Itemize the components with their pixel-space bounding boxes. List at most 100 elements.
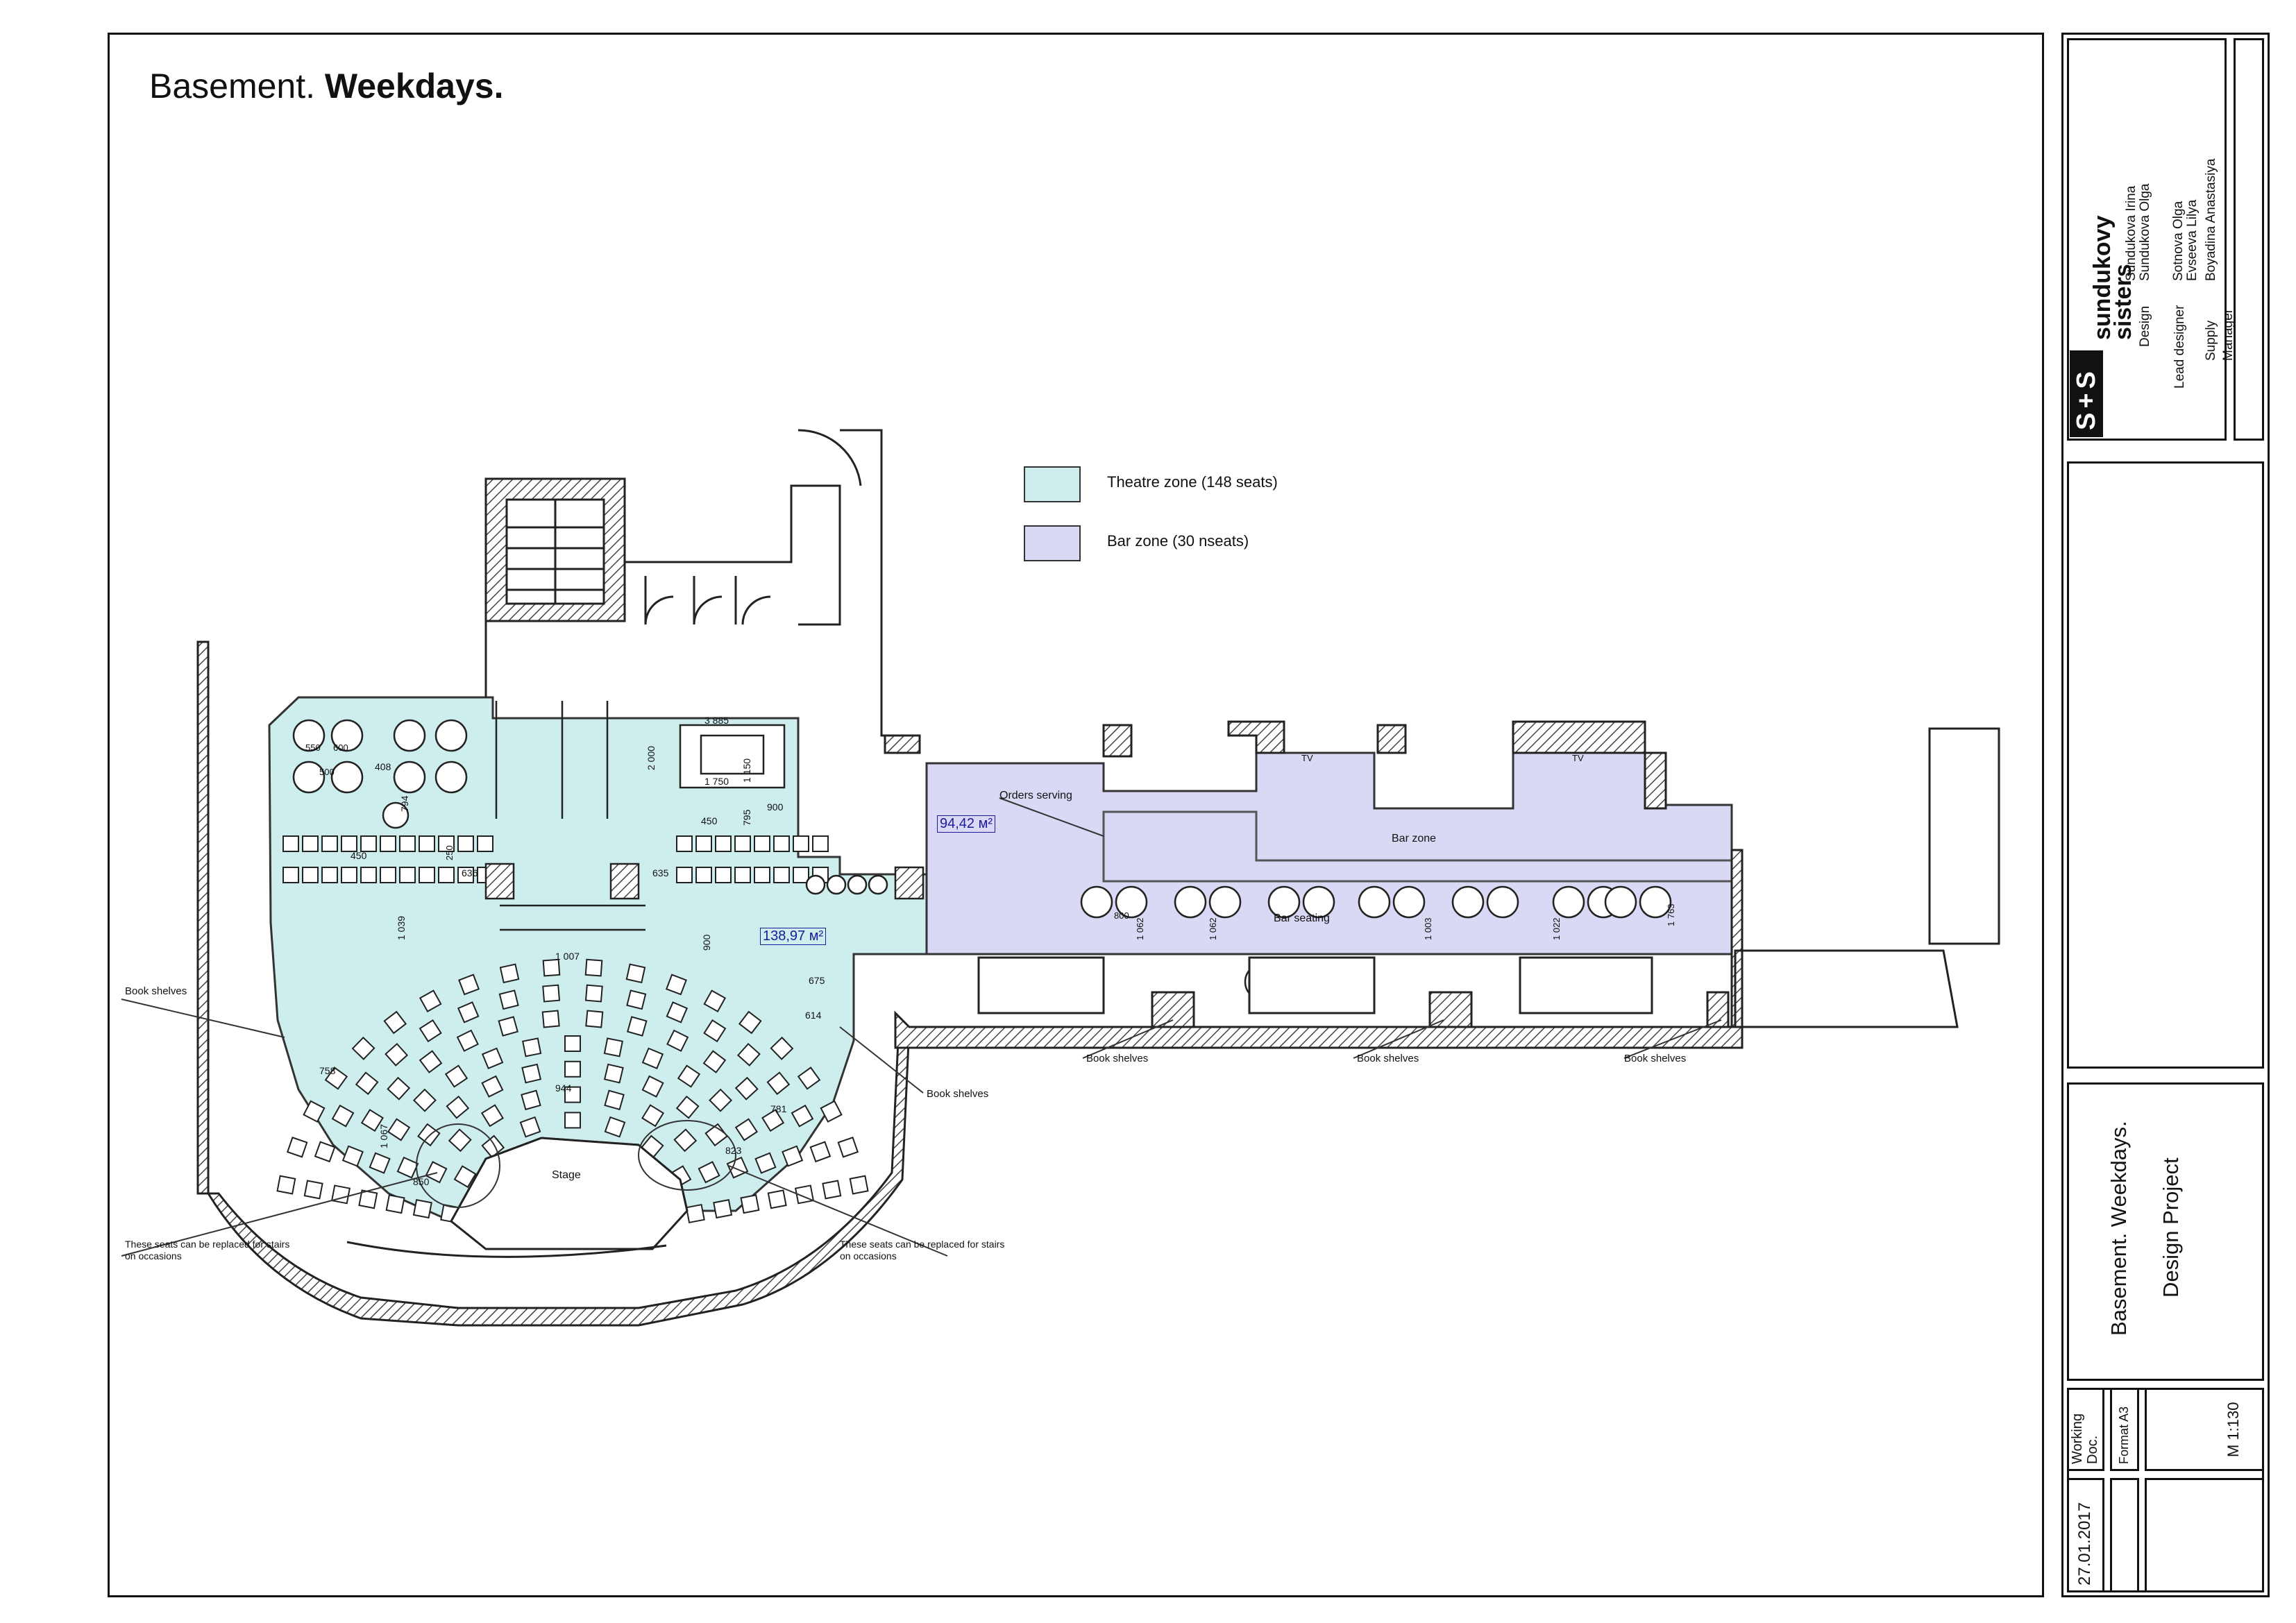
seat: [446, 1095, 470, 1119]
title-plain: Basement.: [149, 67, 316, 105]
area-theatre: 138,97 м²: [760, 928, 827, 945]
bar-stool: [1358, 885, 1391, 919]
seat: [448, 1128, 472, 1153]
date-cell: [2067, 1478, 2104, 1592]
area-bar: 94,42 м²: [937, 815, 996, 833]
seat: [355, 1071, 379, 1096]
design-name-1: Sundukova Irina: [2124, 185, 2138, 281]
seat: [385, 1194, 405, 1214]
seat: [286, 1137, 308, 1158]
stairs-zone-left: [416, 1123, 500, 1208]
seat: [677, 1064, 701, 1088]
seat: [564, 1060, 581, 1078]
dim-3885: 3 885: [704, 715, 729, 726]
seat: [303, 1180, 323, 1200]
seat: [564, 1112, 581, 1129]
bar-stool: [1552, 885, 1585, 919]
lounge-tables: [292, 719, 786, 829]
seat: [665, 974, 687, 996]
corridor: [484, 701, 925, 931]
chair: [754, 867, 770, 883]
chair: [676, 867, 693, 883]
chair: [754, 835, 770, 852]
chair: [419, 835, 435, 852]
dim-600: 600: [333, 742, 348, 753]
chair-rows: [282, 835, 829, 883]
seat: [480, 1104, 504, 1128]
chair: [302, 867, 319, 883]
label-stage: Stage: [552, 1169, 581, 1181]
chair: [341, 835, 357, 852]
seat: [641, 1075, 664, 1098]
seat: [584, 958, 603, 977]
chair: [399, 867, 416, 883]
dim-1003: 1 003: [1423, 917, 1433, 940]
seat: [740, 1194, 760, 1214]
dim-635: 635: [652, 867, 669, 878]
small-table: [826, 874, 847, 895]
format-cell: [2110, 1388, 2139, 1471]
chair: [715, 867, 732, 883]
chair: [438, 867, 455, 883]
seat: [641, 1104, 665, 1128]
seat: [276, 1175, 296, 1195]
seat: [358, 1189, 378, 1209]
company-logo-text: S+S: [2072, 367, 2101, 430]
titleblock-name-box: [2067, 1082, 2264, 1381]
dim-900-b: 900: [701, 934, 712, 951]
seat: [351, 1036, 375, 1060]
chair: [360, 835, 377, 852]
legend-label-bar: Bar zone (30 nseats): [1107, 532, 1249, 550]
seat: [425, 1161, 448, 1184]
seat: [603, 1063, 624, 1084]
seat: [698, 1161, 720, 1184]
seat: [703, 1019, 727, 1043]
seat: [685, 1203, 705, 1224]
note-book-shelves-2: Book shelves: [927, 1088, 989, 1100]
chair: [419, 867, 435, 883]
legend-label-theatre: Theatre zone (148 seats): [1107, 473, 1278, 491]
date-label: 27.01.2017: [2075, 1502, 2094, 1586]
seat: [666, 1029, 689, 1052]
chair: [341, 867, 357, 883]
dim-781: 781: [770, 1103, 787, 1114]
chair: [380, 835, 396, 852]
seat: [822, 1180, 842, 1200]
role-lead-designer: Lead designer: [2172, 305, 2187, 389]
dim-1150: 1 150: [741, 758, 752, 783]
seat: [341, 1145, 364, 1167]
scale-cell: [2145, 1388, 2264, 1471]
seat: [387, 1118, 411, 1141]
label-bar-seating: Bar seating: [1274, 912, 1330, 924]
chair: [773, 867, 790, 883]
chair: [477, 835, 493, 852]
seat: [770, 1036, 794, 1060]
dim-758: 758: [319, 1065, 336, 1076]
chair: [793, 867, 809, 883]
seat: [837, 1137, 859, 1158]
label-tv-1: TV: [1301, 753, 1313, 763]
bar-stool: [1639, 885, 1672, 919]
stage-cell: [2067, 1388, 2104, 1471]
label-bar-zone: Bar zone: [1392, 833, 1437, 844]
seat: [541, 1010, 560, 1028]
dim-1067: 1 067: [378, 1123, 389, 1148]
chair: [734, 835, 751, 852]
note-stairs-right-line2: on occasions: [840, 1250, 897, 1261]
note-book-shelves-1: Book shelves: [125, 985, 187, 997]
chair: [715, 835, 732, 852]
seat: [585, 1010, 604, 1028]
chair: [773, 835, 790, 852]
titleblock-side-box: [2234, 38, 2264, 441]
bar-stool: [1604, 885, 1637, 919]
dim-900-a: 900: [767, 801, 784, 813]
dim-500: 500: [319, 767, 335, 777]
chair: [321, 835, 338, 852]
seat: [458, 974, 480, 996]
seat: [761, 1109, 785, 1132]
seat: [419, 1050, 443, 1073]
scale-label: M 1:130: [2225, 1402, 2242, 1458]
seat: [766, 1071, 791, 1096]
seat: [797, 1067, 821, 1090]
dim-675: 675: [809, 975, 825, 986]
